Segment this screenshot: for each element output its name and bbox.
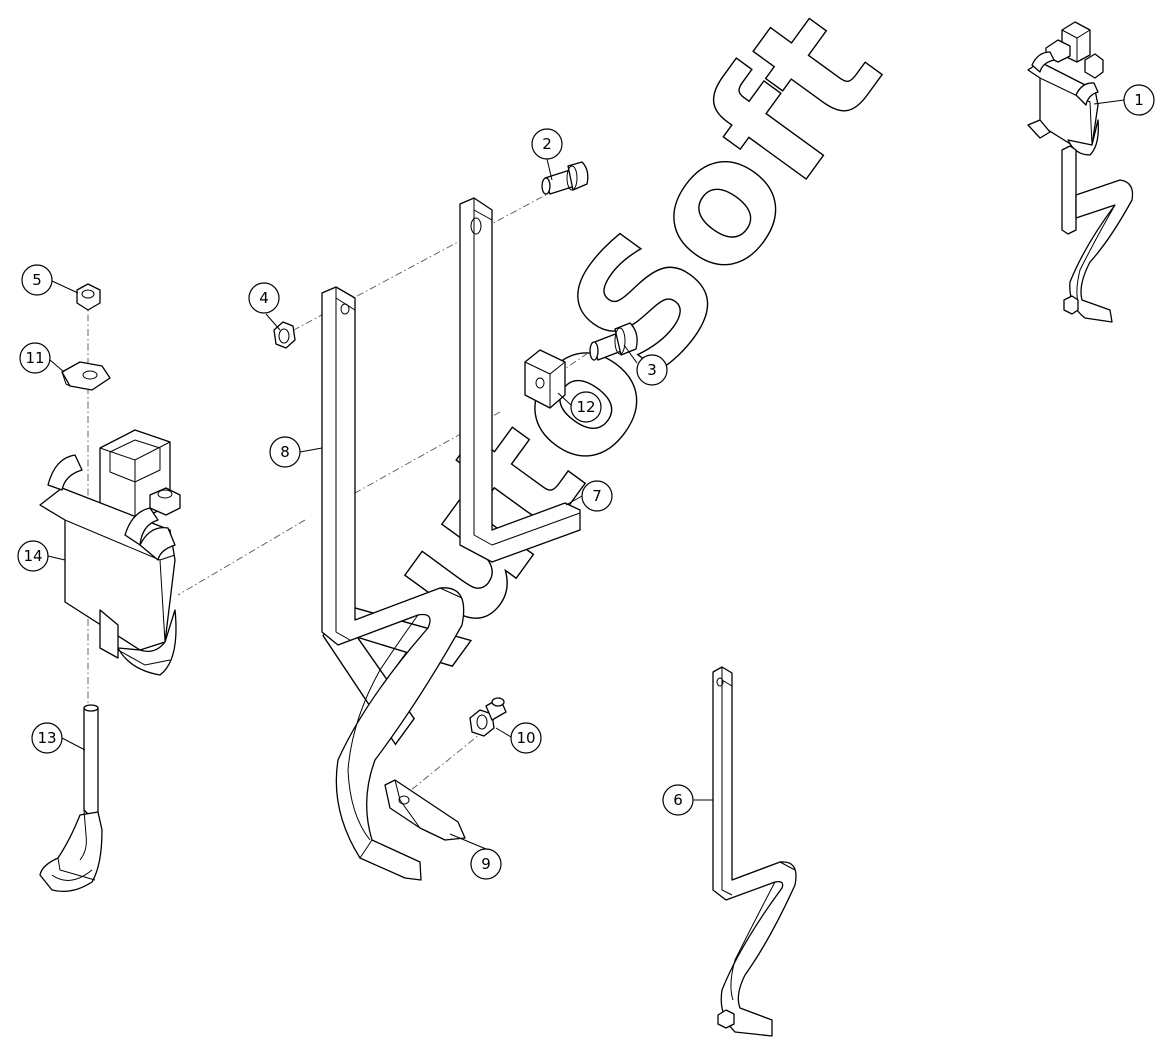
- part-3-bolt: [589, 322, 638, 361]
- svg-text:8: 8: [280, 443, 290, 461]
- svg-text:14: 14: [23, 547, 42, 565]
- svg-text:12: 12: [576, 398, 595, 416]
- balloon-6: 6: [662, 784, 694, 816]
- part-1-assembly: [1027, 21, 1134, 323]
- balloon-13: 13: [31, 722, 63, 754]
- part-13-eye-bolt: [39, 704, 103, 893]
- svg-text:7: 7: [592, 487, 602, 505]
- balloon-11: 11: [19, 342, 51, 374]
- balloon-3: 3: [636, 354, 668, 386]
- balloon-10: 10: [510, 722, 542, 754]
- balloon-leaders: [47, 99, 1125, 850]
- balloon-14: 14: [17, 540, 49, 572]
- part-6-spring-tine: [712, 666, 797, 1037]
- balloon-8: 8: [269, 436, 301, 468]
- part-9-share: [384, 779, 466, 841]
- part-10-bolt: [469, 697, 507, 737]
- svg-text:5: 5: [32, 271, 42, 289]
- balloon-1: 1: [1123, 84, 1155, 116]
- balloon-7: 7: [581, 480, 613, 512]
- part-7-bracket: [459, 197, 581, 563]
- watermark: AutoSoft: [269, 0, 918, 769]
- svg-text:9: 9: [481, 855, 491, 873]
- part-5-nut: [76, 283, 101, 311]
- svg-text:3: 3: [647, 361, 657, 379]
- svg-text:4: 4: [259, 289, 269, 307]
- part-14-clamp: [39, 429, 181, 676]
- svg-text:2: 2: [542, 135, 552, 153]
- svg-text:11: 11: [25, 349, 44, 367]
- part-12-square-washer: [524, 349, 566, 409]
- part-11-tab-washer: [61, 361, 111, 391]
- balloon-9: 9: [470, 848, 502, 880]
- part-8-spring-tine: [321, 286, 465, 881]
- balloon-12: 12: [570, 391, 602, 423]
- svg-text:6: 6: [673, 791, 683, 809]
- part-2-bolt: [541, 161, 589, 195]
- svg-text:13: 13: [37, 729, 56, 747]
- balloon-2: 2: [531, 128, 563, 160]
- svg-text:1: 1: [1134, 91, 1144, 109]
- part-4-nut: [273, 321, 296, 349]
- svg-text:10: 10: [516, 729, 535, 747]
- balloon-5: 5: [21, 264, 53, 296]
- balloon-4: 4: [248, 282, 280, 314]
